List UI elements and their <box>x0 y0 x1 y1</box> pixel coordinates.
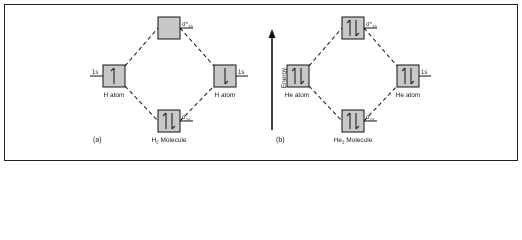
molecule-b-base: He <box>334 137 343 144</box>
atom-label-b-right: He atom <box>396 92 421 99</box>
caption-b: (b) <box>276 137 285 144</box>
sigma-star-b: σ* <box>366 22 373 28</box>
orbital-label-b-bonding: σ1s <box>366 115 375 122</box>
connector-a-right-anti <box>179 27 215 67</box>
sigma-sub-a: 1s <box>186 117 192 122</box>
electron-down-arrow-icon <box>224 68 229 85</box>
electron-pair-icon <box>162 112 176 130</box>
sigma-a: σ <box>182 115 186 121</box>
connector-b-right-anti <box>363 27 398 67</box>
orbital-label-b-right: 1s <box>421 70 427 76</box>
electron-pair-icon <box>291 67 305 85</box>
sigma-star-sub-b: 1s <box>372 24 378 29</box>
connector-b-left-anti <box>308 27 343 67</box>
sigma-b: σ <box>366 115 370 121</box>
orbital-box-a-bonding <box>157 109 181 133</box>
molecule-a-rest: Molecule <box>159 137 187 144</box>
atom-label-a-right: H atom <box>215 92 236 99</box>
mo-diagram-svg: 1s H atom σ*1s σ1s H2 Molecule 1s H a <box>4 4 518 161</box>
electron-up-arrow-icon <box>110 67 115 84</box>
orbital-box-b-left <box>286 64 310 88</box>
orbital-box-b-right <box>396 64 420 88</box>
panel-a: 1s H atom σ*1s σ1s H2 Molecule 1s H a <box>90 16 248 145</box>
orbital-label-a-left: 1s <box>92 70 98 76</box>
orbital-box-b-bonding <box>341 109 365 133</box>
connector-a-left-anti <box>124 27 159 67</box>
orbital-box-a-antibonding <box>157 16 181 40</box>
orbital-label-a-antibonding: σ*1s <box>182 22 194 29</box>
molecule-a-base: H <box>151 137 156 144</box>
connector-b-right-bond <box>363 85 398 122</box>
energy-axis-label: Energy <box>281 67 288 88</box>
connector-a-right-bond <box>179 85 215 122</box>
panel-b: Energy He atom σ*1s σ1s <box>268 16 431 145</box>
molecule-b-sub: 2 <box>342 140 345 145</box>
molecule-a-sub: 2 <box>156 140 159 145</box>
connector-b-left-bond <box>308 85 343 122</box>
atom-label-a-left: H atom <box>104 92 125 99</box>
molecule-label-a: H2 Molecule <box>151 137 186 145</box>
mo-diagram-figure: 1s H atom σ*1s σ1s H2 Molecule 1s H a <box>4 4 518 161</box>
energy-axis-arrow-icon <box>268 29 276 130</box>
orbital-label-b-antibonding: σ*1s <box>366 22 378 29</box>
figure-frame <box>4 4 518 161</box>
molecule-b-rest: Molecule <box>345 137 373 144</box>
orbital-box-b-antibonding <box>341 16 365 40</box>
sigma-star-sub-a: 1s <box>188 24 194 29</box>
molecule-label-b: He2 Molecule <box>334 137 373 145</box>
atom-label-b-left: He atom <box>285 92 310 99</box>
sigma-sub-b: 1s <box>370 117 376 122</box>
sigma-star-a: σ* <box>182 22 189 28</box>
electron-pair-icon <box>346 19 360 37</box>
connector-a-left-bond <box>124 85 159 122</box>
orbital-label-a-right: 1s <box>238 70 244 76</box>
orbital-label-a-bonding: σ1s <box>182 115 191 122</box>
electron-pair-icon <box>401 67 415 85</box>
electron-pair-icon <box>346 112 360 130</box>
caption-a: (a) <box>93 137 102 144</box>
